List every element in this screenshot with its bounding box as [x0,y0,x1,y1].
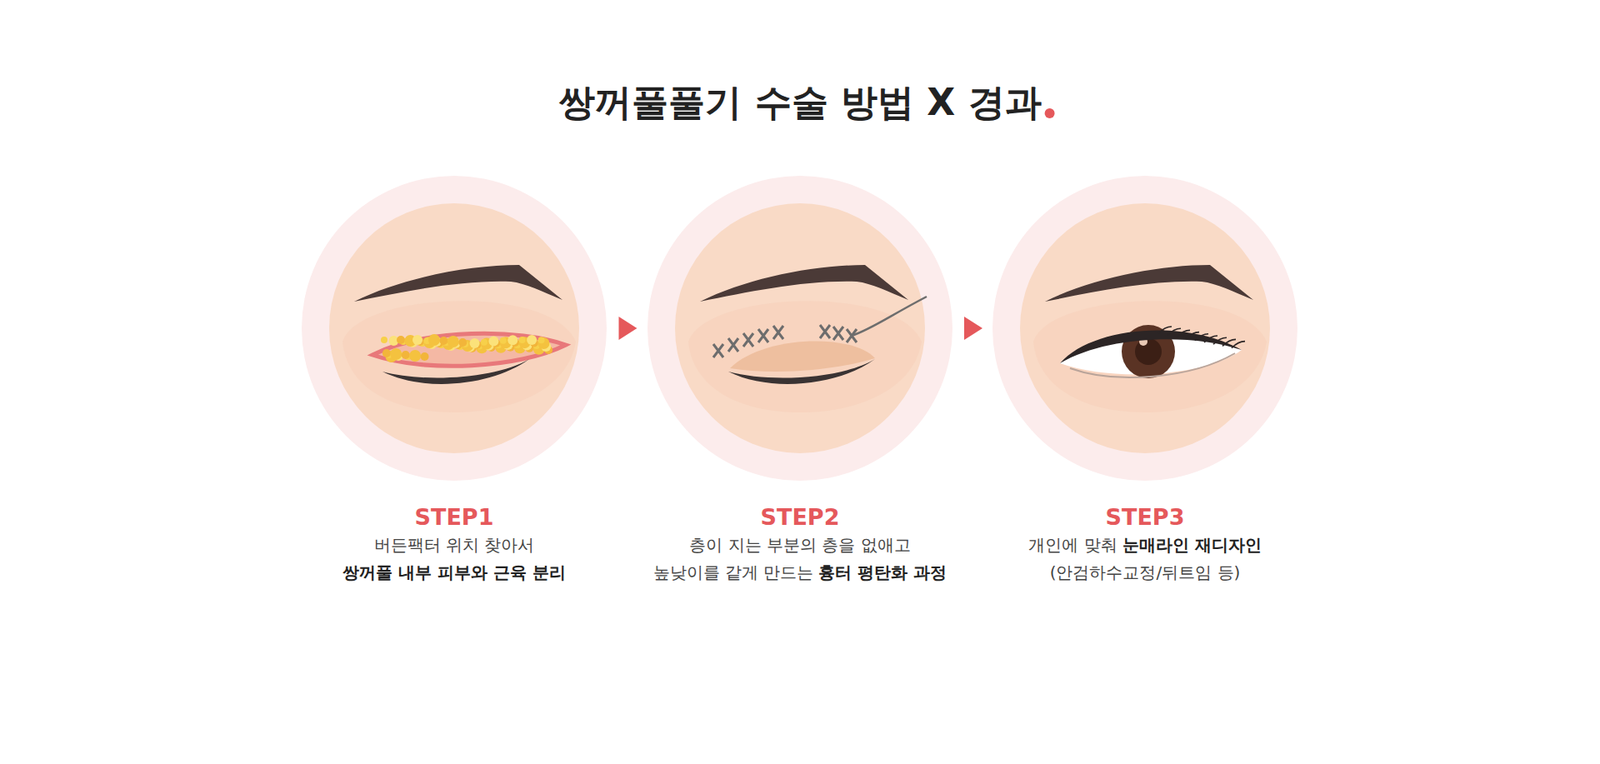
step-node: STEP1 버든팩터 위치 찾아서쌍꺼풀 내부 피부와 근육 분리 [295,175,613,587]
fat-lobule [538,336,545,344]
lower-lid [1070,353,1235,378]
fat-lobule [537,337,550,350]
fat-lobule [507,335,518,345]
step-description: (안검하수교정/뒤트임 등) [1050,562,1241,583]
text-line: 버든팩터 위치 찾아서 [295,531,613,560]
fat-lobule [447,335,460,348]
fat-lobule [380,336,388,344]
eyebrow [354,265,563,302]
stitch [833,326,844,340]
fat-lobule [420,352,430,361]
fat-lobule [428,334,440,346]
fat-lobule [526,335,537,345]
step-arrow [619,316,638,340]
fat-lobule [470,338,480,349]
fat-lobule [396,335,405,345]
step-node: STEP2 층이 지는 부분의 층을 없애고높낮이를 같게 만드는흉터 평탄화 과… [641,175,959,587]
outer-ring [647,175,953,481]
step-arrow [964,316,983,340]
stitch [728,338,739,352]
incision [372,333,566,366]
step-description: 눈매라인 재디자인 [1122,535,1262,555]
text-line: 높낮이를 같게 만드는흉터 평탄화 과정 [641,559,959,587]
title: 쌍꺼풀풀기 수술 방법 X 경과 [558,80,1041,124]
step-label: STEP2 [641,503,959,532]
step-label: STEP1 [295,503,613,532]
step-description: 층이 지는 부분의 층을 없애고 [689,535,910,555]
skin-circle [675,203,925,454]
step-description: 개인에 맞춰 [1028,535,1117,555]
fat-lobule [458,338,467,347]
pupil [1135,338,1162,365]
title-dot [1045,108,1055,119]
lash-line [728,359,875,385]
step-label: STEP3 [986,503,1304,532]
eye-socket-shade [342,300,576,413]
stitch [713,344,724,358]
step-node: STEP3개인에 맞춰눈매라인 재디자인(안검하수교정/뒤트임 등) [986,175,1304,587]
fat-lobule [519,336,526,344]
fat-lobule [488,336,499,347]
skin-circle [1020,203,1270,454]
step-description: 쌍꺼풀 내부 피부와 근육 분리 [342,562,566,583]
eyelash [1231,341,1245,349]
eye-illustration [646,175,954,482]
eyebrow [700,265,909,302]
outer-ring [992,175,1298,481]
eye-illustration [991,175,1299,482]
stitch [743,333,754,347]
step-description: 높낮이를 같게 만드는 [653,562,815,583]
text-line: (안검하수교정/뒤트임 등) [986,559,1304,587]
fat-lobule [412,335,423,345]
fat-lobule [409,350,421,362]
suture-thread [851,296,927,336]
text-line: 개인에 맞춰눈매라인 재디자인 [986,531,1304,560]
fat-lobule [382,349,391,358]
fat-lobule [390,348,402,360]
upper-lash-line [1060,330,1242,364]
eyebrow [1045,265,1254,302]
text-line: 쌍꺼풀 내부 피부와 근육 분리 [295,559,613,587]
title-row: 쌍꺼풀풀기 수술 방법 X 경과 [0,80,1600,125]
eye-socket-shade [1033,300,1267,413]
text-line: 층이 지는 부분의 층을 없애고 [641,531,959,560]
skin-circle [329,203,580,454]
eyelashes [1158,326,1245,349]
lash-line [382,359,530,385]
fat-lobule [500,337,507,345]
outer-ring [301,175,607,481]
step-description: 흉터 평탄화 과정 [818,562,947,583]
step-description: 버든팩터 위치 찾아서 [374,535,535,555]
fat-lobule [401,350,410,360]
eye-illustration [300,175,608,482]
fat-lobule [480,339,488,346]
sutures [713,325,857,358]
stitch [773,325,784,340]
stitch [758,329,769,343]
stitch [820,325,830,339]
fat-lobule [439,336,448,345]
fat-tissue [380,334,553,363]
